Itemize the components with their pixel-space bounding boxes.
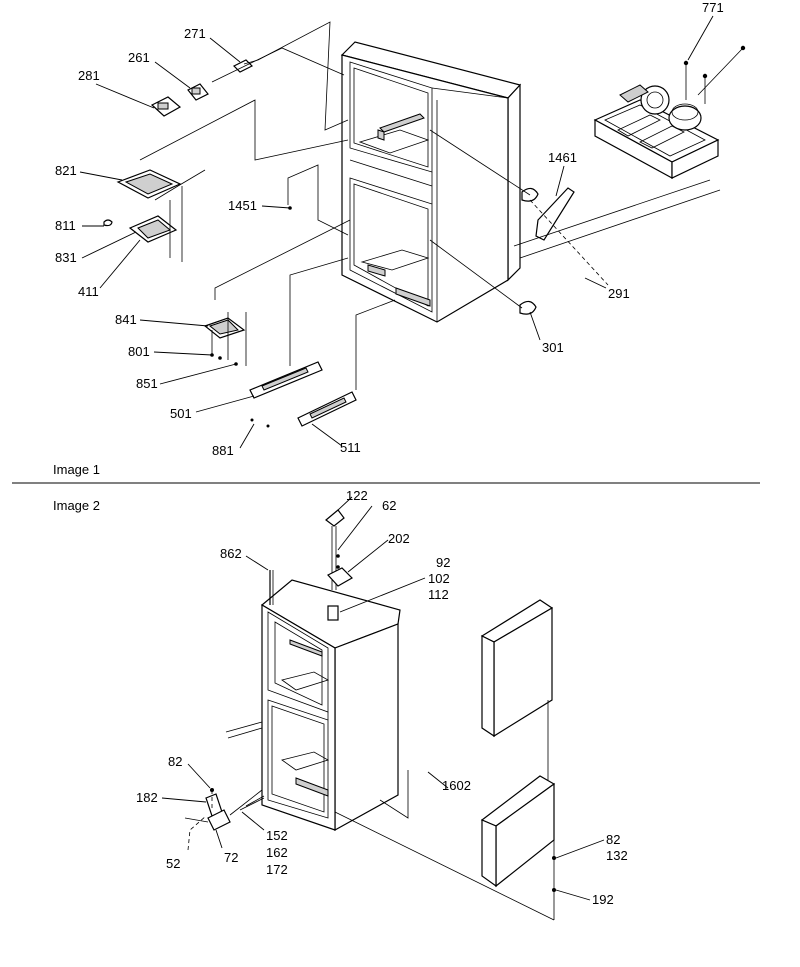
label-411: 411: [78, 284, 99, 299]
label-841: 841: [115, 312, 137, 327]
label-72: 72: [224, 850, 238, 865]
label-271: 271: [184, 26, 206, 41]
image1-assembly: [79, 15, 746, 449]
label-831: 831: [55, 250, 77, 265]
part-811: [103, 219, 113, 227]
caption-image2: Image 2: [53, 498, 100, 513]
upper-door: [480, 599, 554, 738]
label-261: 261: [128, 50, 150, 65]
label-112: 112: [428, 587, 449, 602]
label-122: 122: [346, 488, 368, 503]
label-1602: 1602: [442, 778, 471, 793]
label-881: 881: [212, 443, 234, 458]
label-801: 801: [128, 344, 150, 359]
label-811: 811: [55, 218, 76, 233]
label-501: 501: [170, 406, 192, 421]
part-202: [327, 567, 353, 587]
label-862: 862: [220, 546, 242, 561]
lower-door: [480, 775, 556, 888]
label-301: 301: [542, 340, 564, 355]
label-82-hinge: 82: [168, 754, 182, 769]
grommet-301: [519, 300, 537, 315]
cabinet-1: [340, 41, 522, 323]
compressor-assembly: [593, 45, 746, 180]
label-291: 291: [608, 286, 630, 301]
label-182: 182: [136, 790, 158, 805]
label-52: 52: [166, 856, 180, 871]
image2-labels: Image 2 122 62 202 862 92 102 112 1602 8…: [53, 488, 628, 907]
label-152: 152: [266, 828, 288, 843]
label-1461: 1461: [548, 150, 577, 165]
label-281: 281: [78, 68, 100, 83]
caption-image1: Image 1: [53, 462, 100, 477]
part-92: [327, 605, 339, 621]
label-202: 202: [388, 531, 410, 546]
label-851: 851: [136, 376, 158, 391]
part-122: [325, 509, 345, 527]
label-192: 192: [592, 892, 614, 907]
label-162: 162: [266, 845, 288, 860]
label-511: 511: [340, 440, 361, 455]
label-102: 102: [428, 571, 450, 586]
label-92: 92: [436, 555, 450, 570]
label-132: 132: [606, 848, 628, 863]
label-62: 62: [382, 498, 396, 513]
image2-assembly: [161, 496, 605, 921]
image1-labels: 771 271 261 281 821 811 831 411 1451 146…: [53, 0, 724, 477]
label-1451: 1451: [228, 198, 257, 213]
label-82-door: 82: [606, 832, 620, 847]
part-1461-panel: [535, 187, 575, 241]
label-821: 821: [55, 163, 77, 178]
part-72: [207, 809, 231, 831]
cabinet-2: [260, 579, 401, 832]
label-172: 172: [266, 862, 288, 877]
label-771: 771: [702, 0, 724, 15]
